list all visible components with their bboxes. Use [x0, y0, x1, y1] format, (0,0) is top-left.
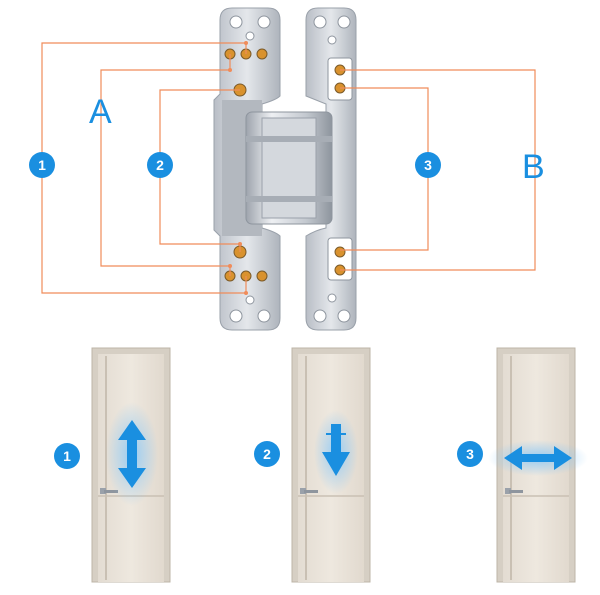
arrow-icon — [488, 440, 588, 476]
door-badge-2: 2 — [254, 441, 280, 467]
arrow-icon — [106, 402, 158, 506]
side-b-label: B — [522, 148, 545, 186]
door-icon — [291, 347, 371, 583]
door-badge-3: 3 — [457, 441, 483, 467]
adjustment-badge-2: 2 — [147, 152, 173, 178]
leader-line-2 — [159, 89, 241, 252]
adjustment-badge-1: 1 — [29, 152, 55, 178]
hinge-icon — [213, 7, 357, 331]
door-badge-1: 1 — [54, 443, 80, 469]
adjustment-badge-3: 3 — [415, 152, 441, 178]
arrow-icon — [314, 410, 358, 494]
side-a-label: A — [89, 93, 112, 131]
leader-dots — [228, 41, 248, 295]
leader-line-b — [340, 69, 536, 271]
